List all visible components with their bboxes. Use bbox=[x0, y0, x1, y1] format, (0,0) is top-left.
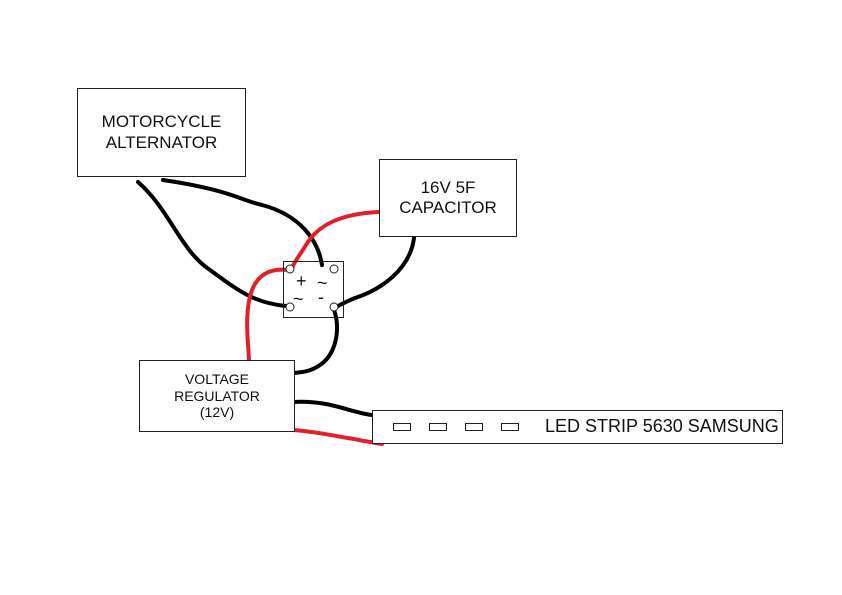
bridge-terminal-plus bbox=[285, 264, 295, 274]
led-segment-icon bbox=[465, 423, 483, 431]
bridge-terminal-ac-top bbox=[329, 264, 339, 274]
capacitor-label-line1: 16V 5F bbox=[420, 177, 476, 197]
alternator-to-bridge-ac-wire-1 bbox=[161, 178, 324, 267]
bridge-rectifier bbox=[283, 261, 344, 318]
led-strip-label: LED STRIP 5630 SAMSUNG bbox=[545, 416, 779, 437]
led-segment-icon bbox=[393, 423, 411, 431]
voltage-regulator-box: VOLTAGE REGULATOR (12V) bbox=[139, 360, 295, 432]
regulator-label-line3: (12V) bbox=[199, 404, 235, 421]
bridge-ac-symbol-bottom: ~ bbox=[293, 289, 304, 309]
led-segment-icon bbox=[501, 423, 519, 431]
bridge-minus-symbol: - bbox=[318, 287, 324, 307]
bridge-ac-symbol-top: ~ bbox=[317, 273, 328, 293]
regulator-label-line1: VOLTAGE bbox=[184, 370, 250, 387]
regulator-to-led-negative-wire bbox=[291, 399, 374, 417]
capacitor-positive-to-bridge-wire bbox=[289, 210, 380, 272]
alternator-label-line1: MOTORCYCLE bbox=[101, 112, 222, 132]
capacitor-negative-to-bridge-wire bbox=[334, 236, 416, 309]
regulator-to-led-positive-wire bbox=[291, 428, 384, 446]
alternator-to-bridge-ac-wire-2 bbox=[136, 180, 288, 308]
motorcycle-alternator-box: MOTORCYCLE ALTERNATOR bbox=[77, 88, 246, 177]
led-strip-box: LED STRIP 5630 SAMSUNG bbox=[372, 410, 783, 444]
capacitor-label-line2: CAPACITOR bbox=[399, 198, 497, 217]
bridge-plus-symbol: + bbox=[296, 271, 307, 291]
alternator-label-line2: ALTERNATOR bbox=[105, 132, 218, 152]
regulator-label-line2: REGULATOR bbox=[174, 387, 260, 404]
led-segment-icon bbox=[429, 423, 447, 431]
bridge-negative-to-regulator-wire bbox=[292, 305, 339, 375]
bridge-positive-to-regulator-wire bbox=[245, 267, 290, 362]
bridge-terminal-ac-bottom bbox=[285, 302, 295, 312]
capacitor-box: 16V 5F CAPACITOR bbox=[379, 159, 517, 237]
bridge-terminal-minus bbox=[329, 302, 339, 312]
